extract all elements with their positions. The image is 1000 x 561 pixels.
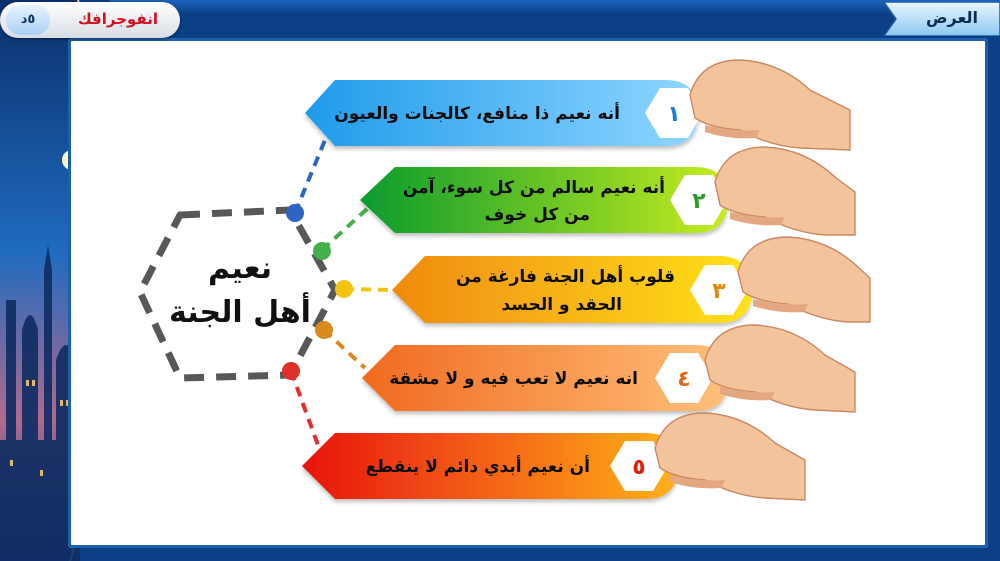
connector-dot-1	[286, 204, 304, 222]
hand-illustration-2	[715, 147, 855, 235]
list-item-1: ١ أنه نعيم ذا منافع، كالجنات والعيون	[305, 80, 703, 146]
connector-dot-5	[282, 362, 300, 380]
hub-hexagon	[140, 210, 335, 378]
item-text-1: أنه نعيم ذا منافع، كالجنات والعيون	[334, 102, 620, 124]
hand-illustration-3	[738, 237, 870, 322]
hub-title-line2: أهل الجنة	[169, 292, 311, 330]
item-text-5: أن نعيم أبدي دائم لا ينقطع	[366, 455, 590, 477]
hand-illustration-1	[690, 60, 850, 150]
connector-dot-4	[315, 321, 333, 339]
number-1: ١	[667, 102, 680, 127]
item-text-2-line1: أنه نعيم سالم من كل سوء، آمن	[403, 176, 665, 198]
number-5: ٥	[632, 455, 645, 480]
item-text-3-line2: الحقد و الحسد	[501, 295, 622, 315]
list-item-3: ٣ قلوب أهل الجنة فارغة من الحقد و الحسد	[392, 256, 752, 323]
list-item-5: ٥ أن نعيم أبدي دائم لا ينقطع	[302, 433, 678, 499]
hand-illustration-5	[655, 413, 805, 500]
item-text-3-line1: قلوب أهل الجنة فارغة من	[456, 265, 675, 287]
item-text-2-line2: من كل خوف	[485, 205, 590, 225]
hand-illustration-4	[705, 325, 855, 412]
number-2: ٢	[692, 189, 706, 214]
connector-dot-2	[313, 242, 331, 260]
connector-dot-3	[335, 280, 353, 298]
hub-title-line1: نعيم	[208, 251, 272, 286]
list-item-2: ٢ أنه نعيم سالم من كل سوء، آمن من كل خوف	[360, 167, 728, 233]
number-3: ٣	[712, 279, 726, 304]
number-4: ٤	[677, 367, 690, 392]
list-item-4: ٤ انه نعيم لا تعب فيه و لا مشقة	[362, 345, 728, 411]
item-text-4: انه نعيم لا تعب فيه و لا مشقة	[389, 369, 638, 389]
